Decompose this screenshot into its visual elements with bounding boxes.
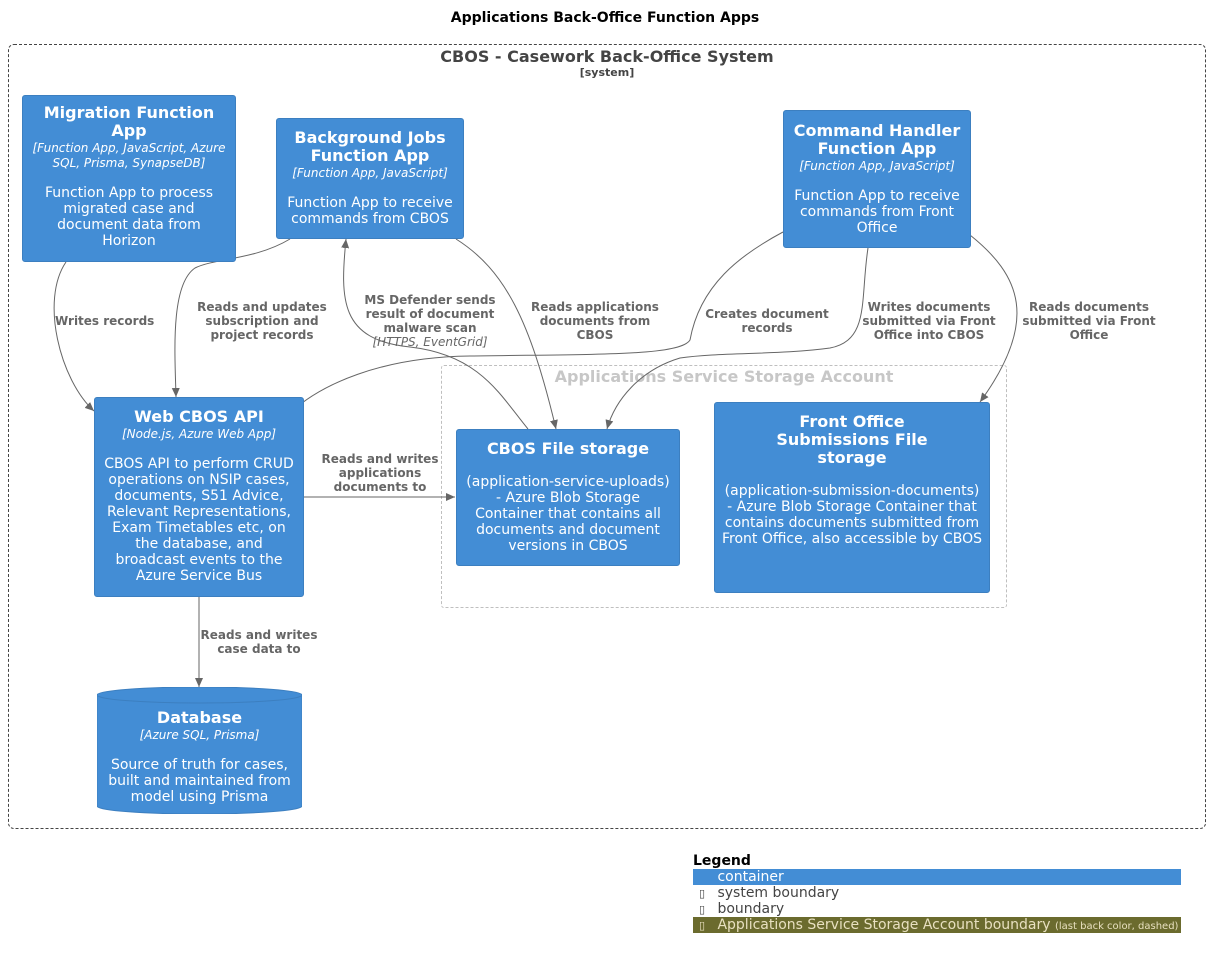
- database-cylinder-shape: [97, 687, 302, 814]
- legend-boundary: ▯ boundary: [693, 901, 1181, 917]
- container-tech: [Function App, JavaScript]: [292, 166, 448, 180]
- storage-account-boundary: Applications Service Storage Account: [441, 365, 1007, 608]
- label-reads-apps-docs: Reads applications documents from CBOS: [528, 300, 662, 342]
- container-tech: [Node.js, Azure Web App]: [121, 427, 277, 441]
- label-creates-doc-records: Creates document records: [700, 307, 834, 335]
- system-boundary: CBOS - Casework Back-Office System [syst…: [8, 44, 1206, 829]
- legend-system-boundary: ▯ system boundary: [693, 885, 1181, 901]
- background-jobs-function-app[interactable]: Background Jobs Function App [Function A…: [276, 118, 464, 239]
- dashed-box-icon: ▯: [699, 919, 706, 932]
- legend-title: Legend: [693, 853, 751, 869]
- container-tech: [Azure SQL, Prisma]: [139, 728, 260, 742]
- edge-storage-to-background: [341, 238, 529, 430]
- label-defender: MS Defender sends result of document mal…: [360, 293, 500, 349]
- legend-storage-boundary: ▯ Applications Service Storage Account b…: [693, 917, 1181, 933]
- container-name: Database: [156, 708, 243, 727]
- legend-label: boundary: [717, 901, 785, 917]
- label-reads-writes-case: Reads and writes case data to: [198, 628, 320, 656]
- command-handler-function-app[interactable]: Command Handler Function App [Function A…: [783, 110, 971, 248]
- label-writes-docs: Writes documents submitted via Front Off…: [858, 300, 1000, 342]
- container-name: Front Office Submissions File storage: [776, 412, 928, 467]
- container-desc: Source of truth for cases, built and mai…: [108, 757, 291, 805]
- edge-command-to-fo-storage: [969, 234, 1018, 403]
- container-desc: (application-service-uploads) - Azure Bl…: [466, 474, 670, 554]
- container-tech: [Function App, JavaScript, Azure SQL, Pr…: [32, 141, 226, 170]
- label-text: Reads and updates subscription and proje…: [197, 300, 327, 342]
- container-name: Command Handler Function App: [793, 121, 961, 158]
- dashed-box-icon: ▯: [699, 903, 706, 916]
- container-desc: Function App to receive commands from CB…: [287, 195, 453, 227]
- legend: Legend container ▯ system boundary ▯ bou…: [693, 853, 1181, 933]
- edge-command-to-storage: [605, 247, 869, 430]
- label-writes-records: Writes records: [55, 314, 155, 328]
- container-desc: Function App to process migrated case an…: [44, 185, 214, 249]
- container-desc: Function App to receive commands from Fr…: [794, 188, 960, 236]
- cbos-file-storage[interactable]: CBOS File storage (application-service-u…: [456, 429, 680, 566]
- label-reads-docs-fo: Reads documents submitted via Front Offi…: [1016, 300, 1162, 342]
- label-reads-updates: Reads and updates subscription and proje…: [196, 300, 328, 342]
- label-text: Writes documents submitted via Front Off…: [862, 300, 996, 342]
- database[interactable]: Database [Azure SQL, Prisma] Source of t…: [97, 687, 302, 814]
- container-name: Web CBOS API: [134, 407, 264, 426]
- label-text: Reads and writes applications documents …: [321, 452, 439, 494]
- edge-background-to-api: [171, 238, 291, 398]
- legend-label: container: [717, 869, 784, 885]
- dashed-box-icon: ▯: [699, 887, 706, 900]
- label-reads-writes-docs: Reads and writes applications documents …: [318, 452, 442, 494]
- front-office-submissions-file-storage[interactable]: Front Office Submissions File storage (a…: [714, 402, 990, 593]
- label-tech: [HTTPS, EventGrid]: [372, 335, 488, 349]
- migration-function-app[interactable]: Migration Function App [Function App, Ja…: [22, 95, 236, 262]
- web-cbos-api[interactable]: Web CBOS API [Node.js, Azure Web App] CB…: [94, 397, 304, 597]
- system-boundary-title: CBOS - Casework Back-Office System: [440, 47, 774, 66]
- edge-command-to-api: [289, 231, 784, 414]
- label-text: MS Defender sends result of document mal…: [364, 293, 496, 335]
- container-name: Background Jobs Function App: [294, 128, 446, 165]
- container-tech: [Function App, JavaScript]: [799, 159, 955, 173]
- label-text: Reads applications documents from CBOS: [531, 300, 659, 342]
- container-desc: CBOS API to perform CRUD operations on N…: [104, 456, 294, 584]
- label-text: Creates document records: [705, 307, 829, 335]
- container-desc: (application-submission-documents) - Azu…: [722, 483, 982, 547]
- storage-account-boundary-title: Applications Service Storage Account: [554, 367, 894, 386]
- system-boundary-stereotype: [system]: [579, 66, 635, 79]
- label-text: Reads and writes case data to: [200, 628, 318, 656]
- legend-container: container: [693, 869, 1181, 885]
- container-name: Migration Function App: [43, 103, 215, 140]
- diagram-title: Applications Back-Office Function Apps: [450, 10, 760, 26]
- legend-note: (last back color, dashed): [1054, 921, 1179, 932]
- edge-background-to-storage: [455, 238, 558, 430]
- legend-label: system boundary: [717, 885, 840, 901]
- label-text: Reads documents submitted via Front Offi…: [1022, 300, 1156, 342]
- container-name: CBOS File storage: [486, 439, 650, 458]
- legend-label: Applications Service Storage Account bou…: [717, 917, 1051, 933]
- edge-migration-to-api: [53, 261, 95, 412]
